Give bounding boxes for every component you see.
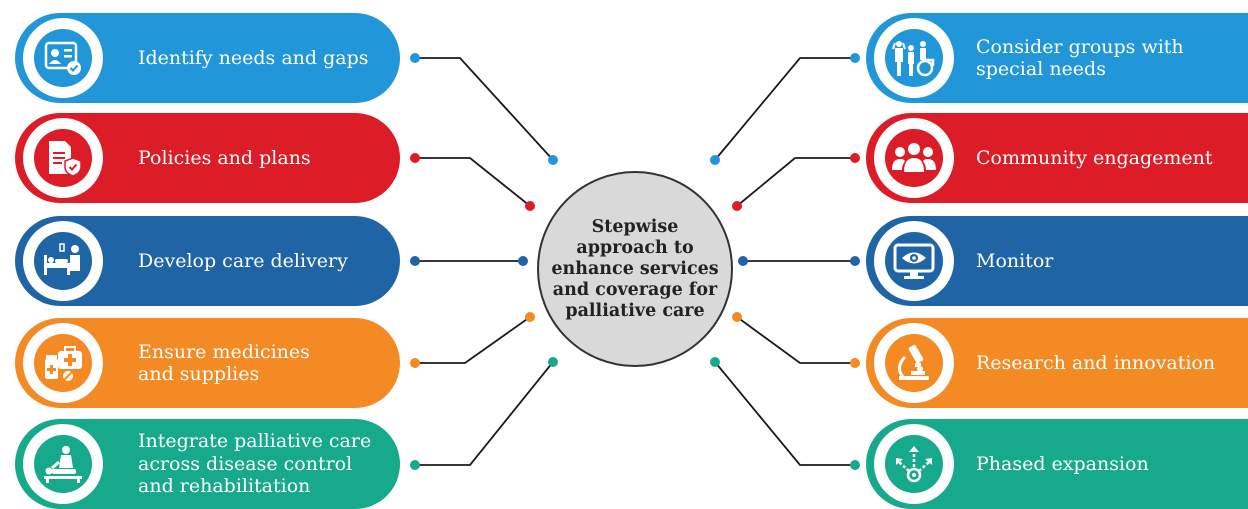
step-label: Integrate palliative care across disease… bbox=[138, 430, 372, 498]
step-label: Research and innovation bbox=[976, 351, 1216, 374]
step-care-delivery: Develop care delivery bbox=[15, 216, 400, 306]
step-community-engagement: Community engagement bbox=[866, 113, 1248, 203]
step-label: Phased expansion bbox=[976, 452, 1149, 475]
connector-dot bbox=[525, 201, 535, 211]
step-research-innovation: Research and innovation bbox=[866, 318, 1248, 408]
step-label: Ensure medicines and supplies bbox=[138, 340, 310, 385]
connector-dot bbox=[518, 256, 528, 266]
id-card-check-icon bbox=[44, 41, 81, 75]
step-special-needs: Consider groups with special needs bbox=[866, 13, 1248, 103]
connector-dot bbox=[410, 358, 420, 368]
connector-dot bbox=[410, 256, 420, 266]
step-label: Identify needs and gaps bbox=[138, 46, 369, 69]
connector-dot bbox=[710, 357, 720, 367]
caregiver-patient-icon bbox=[44, 446, 82, 483]
connector-dot bbox=[850, 256, 860, 266]
hospital-bed-icon bbox=[44, 243, 80, 275]
step-label: Monitor bbox=[976, 249, 1054, 272]
step-integrate-care: Integrate palliative care across disease… bbox=[15, 419, 400, 509]
step-phased-expansion: Phased expansion bbox=[866, 419, 1248, 509]
central-title: Stepwise approach to enhance services an… bbox=[551, 216, 719, 321]
central-hub: Stepwise approach to enhance services an… bbox=[537, 171, 733, 367]
document-shield-icon bbox=[49, 141, 82, 177]
connector-dot bbox=[410, 153, 420, 163]
connector-dot bbox=[850, 460, 860, 470]
connector-dot bbox=[850, 53, 860, 63]
connector-dot bbox=[410, 53, 420, 63]
people-group-icon bbox=[892, 143, 936, 172]
connector-dot bbox=[732, 201, 742, 211]
connector-dot bbox=[710, 155, 720, 165]
connector-dot bbox=[548, 155, 558, 165]
connector-dot bbox=[850, 358, 860, 368]
microscope-icon bbox=[898, 344, 929, 380]
step-monitor: Monitor bbox=[866, 216, 1248, 306]
step-label: Develop care delivery bbox=[138, 249, 348, 272]
step-policies-plans: Policies and plans bbox=[15, 113, 400, 203]
connector-dot bbox=[525, 312, 535, 322]
expansion-arrows-icon bbox=[896, 446, 932, 483]
step-label: Consider groups with special needs bbox=[976, 35, 1184, 80]
step-identify-needs: Identify needs and gaps bbox=[15, 13, 400, 103]
connector-dot bbox=[410, 460, 420, 470]
step-medicines-supplies: Ensure medicines and supplies bbox=[15, 318, 400, 408]
connector-dot bbox=[850, 153, 860, 163]
connector-dot bbox=[548, 357, 558, 367]
step-label: Community engagement bbox=[976, 146, 1213, 169]
medicine-kit-icon bbox=[45, 346, 82, 381]
connector-dot bbox=[738, 256, 748, 266]
step-label: Policies and plans bbox=[138, 146, 311, 169]
connector-dot bbox=[732, 312, 742, 322]
monitor-eye-icon bbox=[893, 243, 935, 279]
diverse-people-icon bbox=[892, 41, 935, 77]
